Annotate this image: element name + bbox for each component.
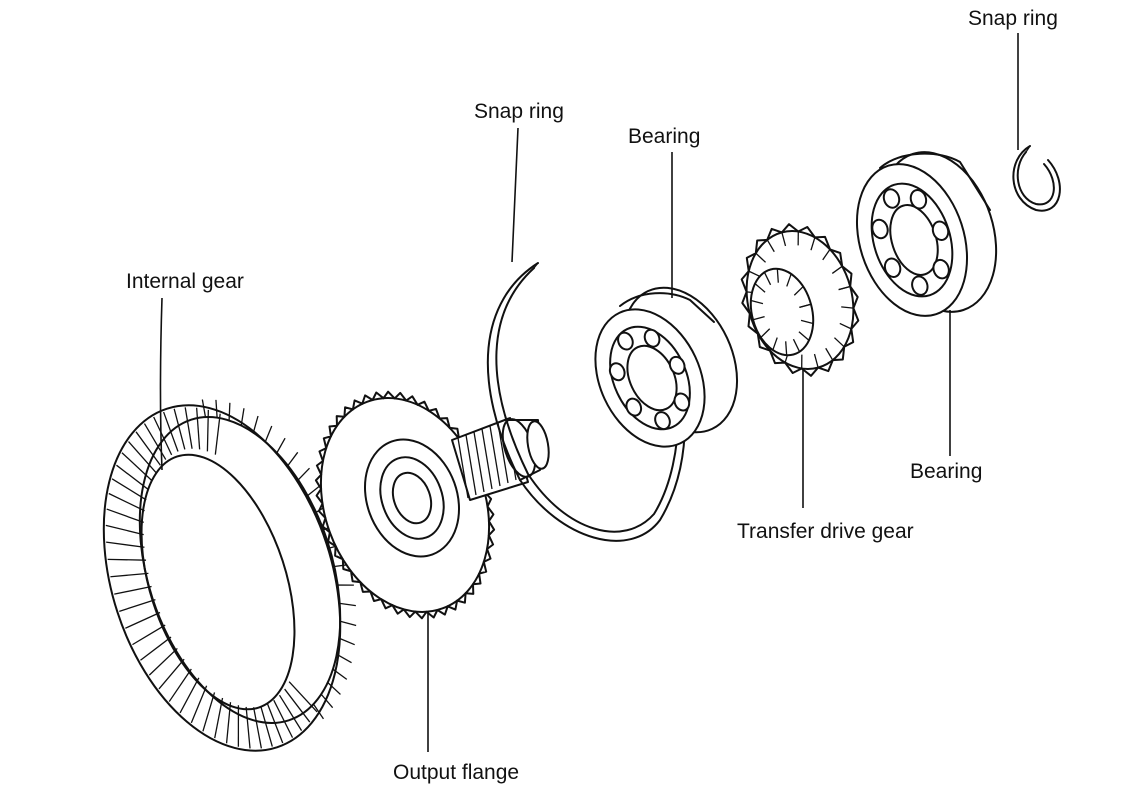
bearing-right-balls <box>871 188 950 296</box>
label-bearing-center: Bearing <box>628 125 701 148</box>
bearing-right-part <box>855 151 998 317</box>
snap-ring-top-right-part <box>1012 145 1061 212</box>
bearing-center-balls <box>608 328 691 431</box>
label-snap-ring-center: Snap ring <box>474 100 564 123</box>
label-bearing-right: Bearing <box>910 460 983 483</box>
label-snap-ring-top-right: Snap ring <box>968 7 1058 30</box>
output-flange-splines <box>457 419 517 499</box>
output-flange-part <box>314 390 550 620</box>
bearing-center-part <box>594 286 739 448</box>
output-flange-teeth <box>314 390 496 620</box>
label-output-flange: Output flange <box>393 761 520 784</box>
label-internal-gear: Internal gear <box>126 270 244 293</box>
leader-lines <box>159 33 1019 752</box>
label-transfer-drive-gear: Transfer drive gear <box>737 520 914 543</box>
transfer-drive-gear-splines <box>750 268 814 356</box>
snap-ring-center-part <box>486 262 686 542</box>
transfer-drive-gear-part <box>740 223 860 377</box>
